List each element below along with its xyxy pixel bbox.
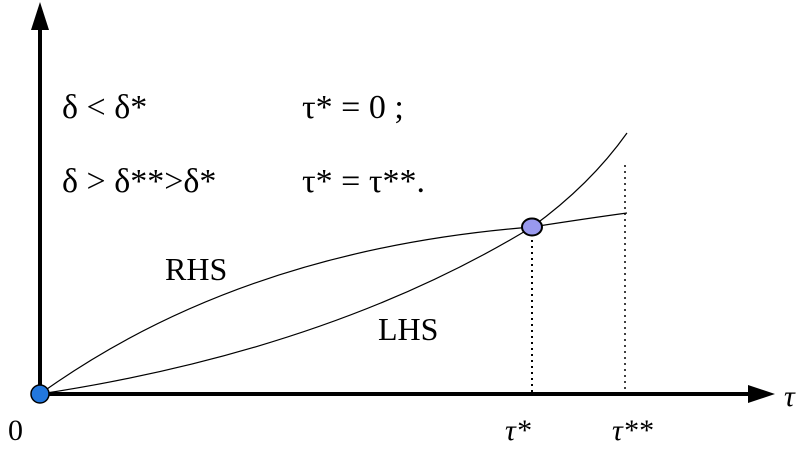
lhs-curve: [39, 132, 628, 395]
rhs-curve: [39, 212, 628, 395]
condition-1-right: τ* = 0 ;: [302, 89, 404, 126]
lhs-label: LHS: [378, 311, 438, 347]
rhs-label: RHS: [165, 251, 227, 287]
x-axis-arrowhead: [748, 385, 775, 403]
x-axis-label: τ: [784, 380, 796, 413]
y-axis-arrowhead: [31, 2, 49, 30]
intersection-point: [521, 217, 543, 237]
condition-2-left: δ > δ**>δ*: [62, 163, 216, 200]
tau-star-star-label: τ**: [612, 414, 653, 447]
origin-label: 0: [8, 414, 23, 447]
tau-star-label: τ*: [505, 414, 531, 447]
origin-point: [30, 384, 50, 404]
condition-1-left: δ < δ*: [62, 89, 147, 126]
condition-2-right: τ* = τ**.: [302, 163, 425, 200]
